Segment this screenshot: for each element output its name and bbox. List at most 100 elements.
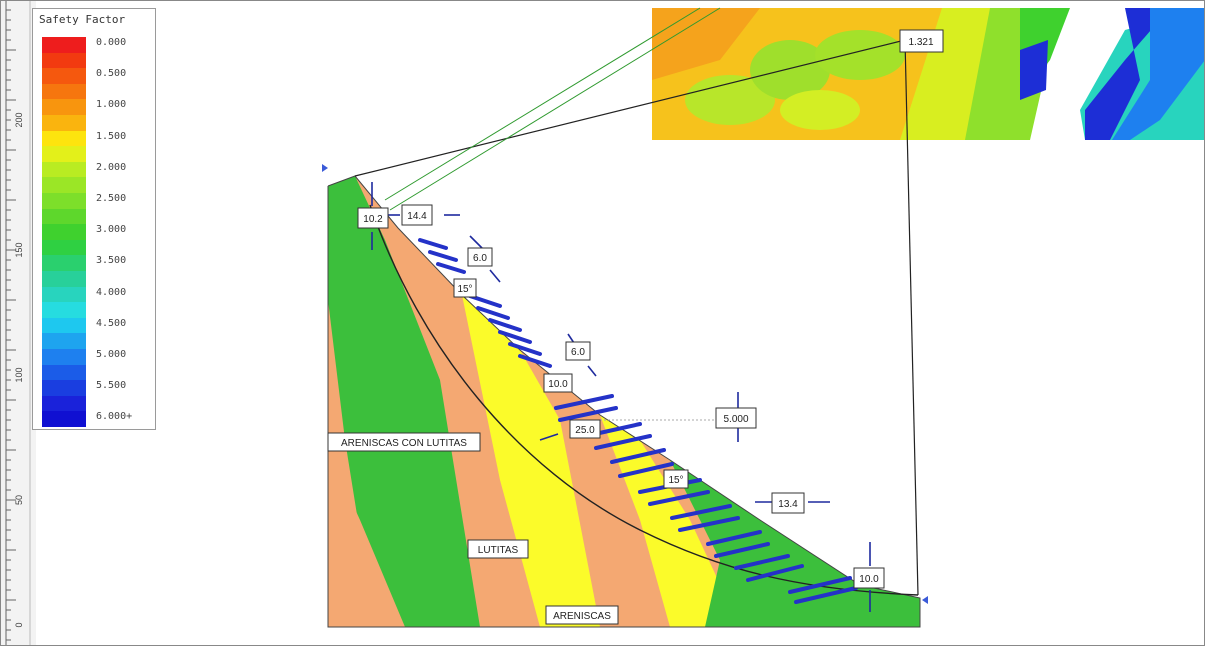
- dim-bench-b: 6.0: [565, 341, 591, 361]
- svg-text:5.000: 5.000: [723, 414, 748, 425]
- anchor-bar: [714, 542, 770, 558]
- ruler-label: 200: [14, 112, 24, 127]
- legend-label: 3.000: [96, 224, 127, 236]
- legend-swatch: [42, 37, 86, 53]
- legend-swatch: [42, 286, 86, 303]
- svg-text:LUTITAS: LUTITAS: [478, 545, 519, 556]
- legend-label: 3.500: [96, 255, 127, 267]
- anchor-bar: [488, 318, 522, 332]
- legend-swatch: [42, 239, 86, 256]
- material-label-lower: ARENISCAS: [545, 605, 619, 625]
- ruler-label: 100: [14, 367, 24, 382]
- legend-swatch: [42, 52, 86, 69]
- anchor-bar: [746, 564, 804, 582]
- anchor-bar: [706, 530, 762, 546]
- legend-entry: 2.500: [42, 193, 152, 209]
- legend-label: 1.500: [96, 130, 127, 142]
- legend-entry: [42, 395, 152, 412]
- legend-entry: [42, 239, 152, 256]
- legend-entry: 4.000: [42, 286, 152, 303]
- legend-entry: [42, 177, 152, 193]
- dim-anchor-length: 25.0: [569, 419, 601, 439]
- dim-bench-c: 10.0: [543, 373, 573, 393]
- legend-swatch: [42, 130, 86, 147]
- legend-swatch: [42, 161, 86, 178]
- legend-entry: [42, 333, 152, 349]
- svg-text:25.0: 25.0: [575, 425, 595, 436]
- legend-swatch: [42, 302, 86, 318]
- ruler-label: 150: [14, 242, 24, 257]
- svg-text:ARENISCAS CON LUTITAS: ARENISCAS CON LUTITAS: [341, 438, 467, 449]
- anchor-bar: [594, 434, 652, 450]
- legend-swatch: [42, 364, 86, 381]
- material-label-middle: LUTITAS: [467, 539, 529, 559]
- anchor-bar: [508, 342, 542, 356]
- dim-crest-height: 10.2: [357, 207, 389, 229]
- anchor-bar: [436, 262, 466, 274]
- anchor-bar: [734, 554, 790, 570]
- material-label-upper: ARENISCAS CON LUTITAS: [327, 432, 481, 452]
- legend-label: 0.500: [96, 68, 127, 80]
- anchor-bar: [476, 306, 510, 320]
- anchor-bar: [554, 394, 614, 410]
- legend-swatch: [42, 317, 86, 334]
- anchor-bar: [648, 490, 710, 506]
- safety-factor-value: 1.321: [908, 37, 933, 48]
- anchor-bar: [618, 462, 674, 478]
- svg-text:14.4: 14.4: [407, 211, 427, 222]
- legend-entry: [42, 208, 152, 225]
- safety-factor-callout[interactable]: 1.321: [899, 29, 944, 53]
- ruler-label: 50: [14, 495, 24, 505]
- legend-entry: 0.500: [42, 68, 152, 84]
- legend-entry: 5.000: [42, 349, 152, 365]
- legend-entry: [42, 115, 152, 131]
- svg-text:13.4: 13.4: [778, 499, 798, 510]
- slope-body: [327, 175, 921, 628]
- legend-entry: 3.000: [42, 224, 152, 240]
- legend-swatch: [42, 380, 86, 396]
- legend-entry: 1.500: [42, 130, 152, 147]
- legend-entry: [42, 83, 152, 100]
- legend-swatch: [42, 411, 86, 427]
- legend-swatch: [42, 115, 86, 131]
- svg-text:10.0: 10.0: [548, 379, 568, 390]
- slip-surface: [354, 7, 919, 596]
- legend-swatch: [42, 146, 86, 162]
- anchor-bar: [678, 516, 740, 532]
- legend-entry: [42, 146, 152, 162]
- legend-swatch: [42, 99, 86, 115]
- sf-contour-patch: [652, 8, 1205, 140]
- legend-entry: [42, 302, 152, 318]
- legend-label: 2.500: [96, 193, 127, 204]
- legend-label: 5.000: [96, 349, 127, 360]
- legend-entry: 2.000: [42, 161, 152, 178]
- anchor-bar: [418, 238, 448, 250]
- legend-entry: 5.500: [42, 380, 152, 396]
- anchor-bar: [610, 448, 666, 464]
- legend-label: 5.500: [96, 380, 127, 392]
- legend-swatch: [42, 83, 86, 100]
- svg-text:ARENISCAS: ARENISCAS: [553, 611, 611, 622]
- svg-text:15°: 15°: [457, 284, 472, 295]
- legend-entry: [42, 271, 152, 287]
- anchor-bar: [670, 504, 732, 520]
- dim-angle-b: 15°: [663, 469, 689, 489]
- legend-entry: 4.500: [42, 317, 152, 334]
- dim-bench-d: 13.4: [771, 492, 805, 514]
- legend-label: 2.000: [96, 161, 127, 173]
- dim-angle-a: 15°: [453, 278, 477, 298]
- legend-entry: 1.000: [42, 99, 152, 115]
- legend-swatch: [42, 224, 86, 240]
- legend-entry: [42, 364, 152, 381]
- legend-swatch: [42, 177, 86, 193]
- legend-swatch: [42, 255, 86, 271]
- anchor-bar: [794, 586, 858, 604]
- legend-label: 4.000: [96, 286, 127, 298]
- dim-load: 5.000: [715, 407, 757, 429]
- anchor-bars: [418, 238, 858, 604]
- legend-label: 1.000: [96, 99, 127, 111]
- legend-swatch: [42, 333, 86, 349]
